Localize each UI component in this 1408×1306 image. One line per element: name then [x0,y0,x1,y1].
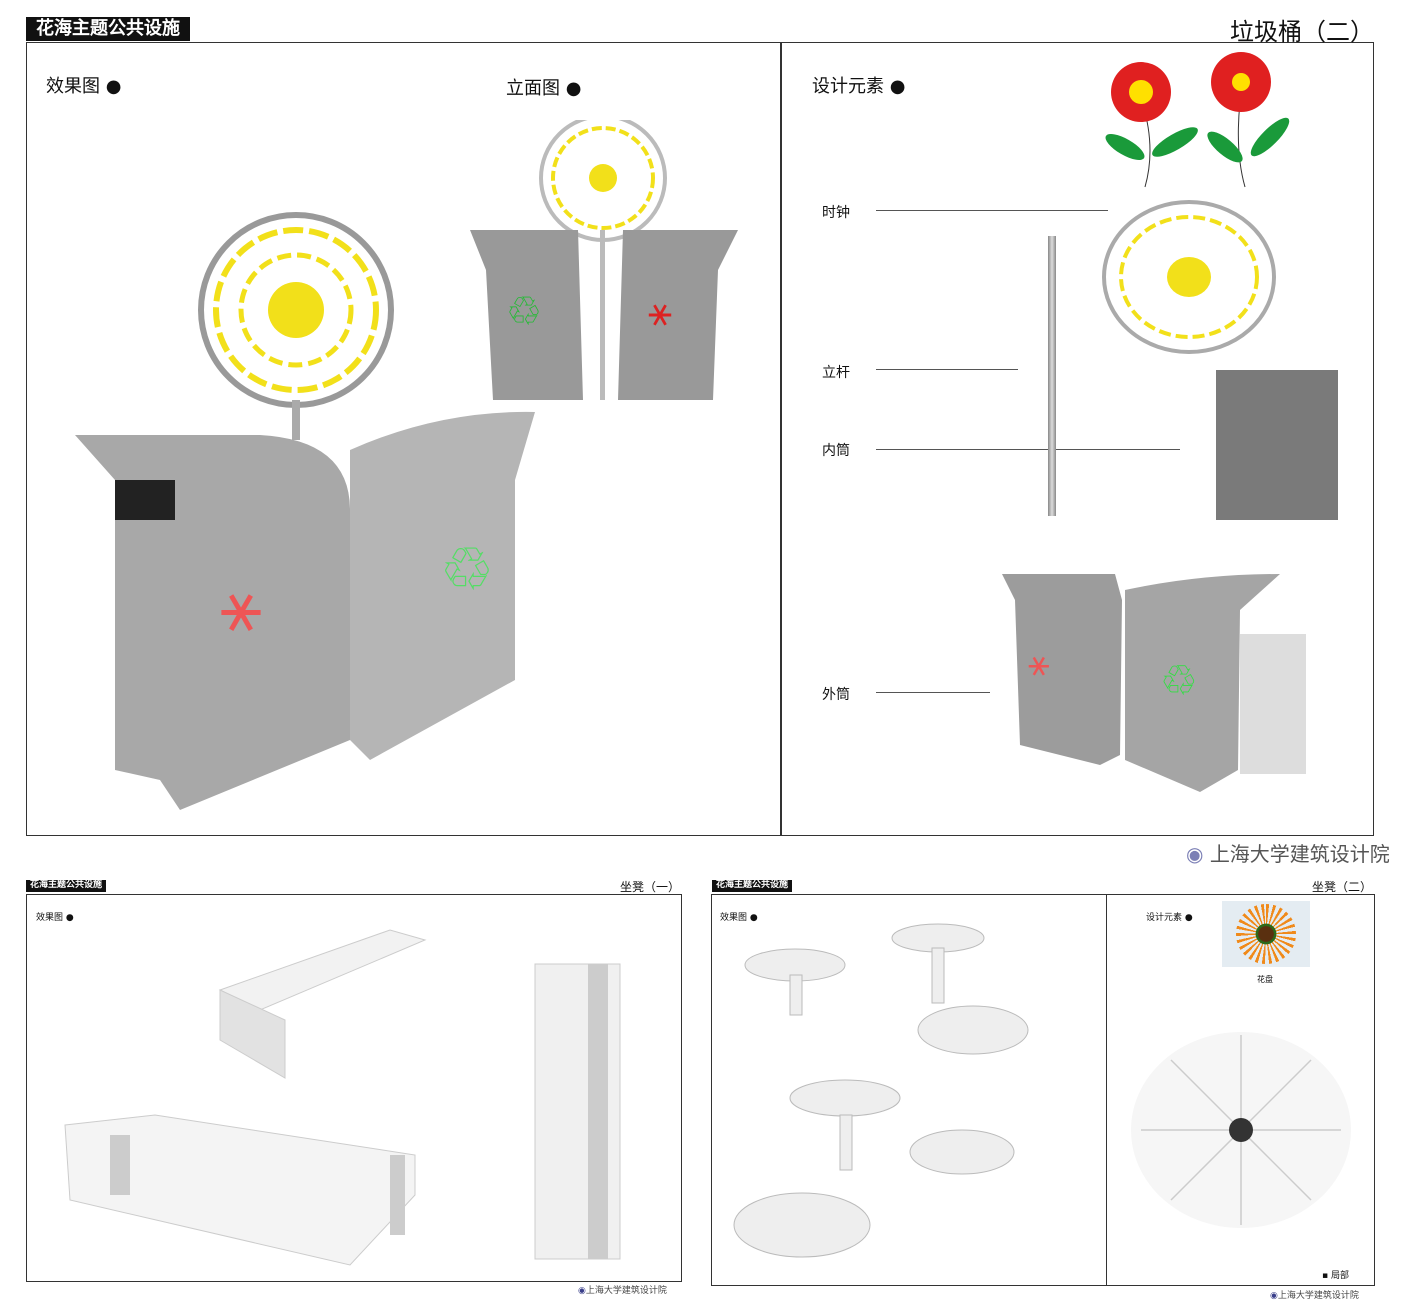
trash-bin-render: ⚹ ♲ [75,212,535,810]
board2-tag: 花海主题公共设施 [26,880,107,892]
board3-title: 坐凳（二） [1312,880,1373,894]
board1-title: 垃圾桶（二） [1230,18,1374,46]
institute-name: 上海大学建筑设计院 [1209,842,1390,866]
emblem-icon: ◉ [1186,842,1210,866]
flower-disc-caption: 花盘 [1257,975,1273,984]
svg-text:♲: ♲ [506,289,542,335]
institute-logo-2: ◉上海大学建筑设计院 [578,1283,667,1296]
part-label-inner-bin: 内筒 [822,443,850,459]
svg-text:♲: ♲ [1160,656,1198,705]
leader-line-pole [876,369,1018,370]
part-label-outer-bin: 外筒 [822,687,850,703]
institute-logo-1: ◉ 上海大学建筑设计院 [1186,838,1390,867]
clock-element [1102,200,1276,354]
flower-disc-image [1222,901,1310,967]
part-label-clock: 时钟 [822,205,850,221]
render-label: 效果图 ● [46,76,122,97]
flower-motif [1105,52,1290,188]
board1-divider [780,42,782,836]
board3-tag: 花海主题公共设施 [712,880,793,892]
leader-line-outer-bin [876,692,990,693]
part-label-pole: 立杆 [822,365,850,381]
board3-divider [1106,894,1107,1286]
elevation-label: 立面图 ● [506,78,582,99]
elements-label: 设计元素 ● [812,76,906,97]
pole-element [1048,236,1056,516]
institute-name: 上海大学建筑设计院 [1277,1291,1359,1301]
svg-text:⚹: ⚹ [220,565,262,647]
leader-line-inner-bin [876,449,1180,450]
svg-text:♲: ♲ [440,535,494,605]
board1-tag: 花海主题公共设施 [26,17,190,41]
stool-renders [733,923,1029,1258]
outer-bin-element: ⚹ ♲ [1002,574,1306,792]
board2-render-label: 效果图 ● [36,913,74,923]
trash-bin-elevation: ♲ ⚹ [470,120,738,400]
stool-detail-render [1131,1032,1351,1228]
institute-name: 上海大学建筑设计院 [585,1286,667,1296]
board3-render-label: 效果图 ● [720,913,758,923]
board2-title: 坐凳（一） [620,880,681,894]
svg-text:⚹: ⚹ [1028,643,1050,684]
board3-elements-label: 设计元素 ● [1146,913,1193,923]
detail-label: ▪ 局部 [1322,1271,1349,1281]
institute-logo-3: ◉上海大学建筑设计院 [1270,1288,1359,1301]
leader-line-clock [876,210,1108,211]
inner-bin-element [1216,370,1338,520]
emblem-icon: ◉ [578,1286,586,1296]
svg-text:⚹: ⚹ [648,289,672,335]
sunflower-icon [1236,904,1296,964]
bench-renders [64,929,621,1266]
emblem-icon: ◉ [1270,1291,1278,1301]
